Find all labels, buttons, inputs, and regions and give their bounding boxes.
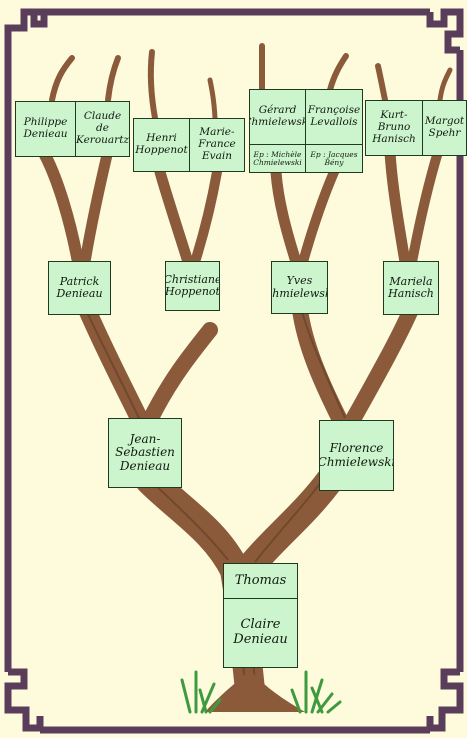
person-first-name: Thomas bbox=[234, 572, 287, 588]
person-christiane-hoppenot: Christiane Hoppenot bbox=[165, 261, 220, 311]
person-philippe-denieau: Philippe Denieau bbox=[15, 101, 76, 157]
grass-tufts bbox=[180, 670, 342, 714]
person-first-name: Christiane bbox=[165, 272, 220, 286]
person-first-name: Philippe bbox=[23, 116, 68, 129]
person-last-name: Chmielewski bbox=[319, 454, 394, 469]
person-last-name: Denieau bbox=[23, 128, 68, 140]
person-last-name: Chmielewski bbox=[272, 286, 327, 300]
person-gerard-chmielewski: Gérard Chmielewski bbox=[249, 89, 306, 145]
person-claude-de-kerouartz: Claude de Kerouartz bbox=[75, 101, 130, 157]
person-thomas: Thomas bbox=[223, 563, 298, 599]
person-first-name: Claude bbox=[83, 110, 122, 123]
person-last-name: Spehr bbox=[428, 127, 461, 139]
person-first-name: Yves bbox=[286, 274, 313, 288]
person-first-name: Patrick bbox=[59, 274, 100, 288]
person-last-name: Chmielewski bbox=[250, 116, 305, 128]
person-last-name: de Kerouartz bbox=[76, 122, 129, 146]
person-last-name: Hoppenot bbox=[165, 285, 220, 298]
person-first-name: Gérard bbox=[258, 104, 297, 117]
person-last-name: Denieau bbox=[56, 287, 103, 300]
remarriage-line2: Chmielewski bbox=[253, 157, 302, 167]
person-last-name: Denieau bbox=[233, 632, 288, 647]
remarriage-jacques-beny: Ep : Jacques Bény bbox=[305, 144, 363, 173]
remarriage-line2: Bény bbox=[324, 157, 344, 167]
tree-roots bbox=[205, 670, 305, 712]
remarriage-michele-chmielewski: Ep : Michèle Chmielewski bbox=[249, 144, 306, 173]
person-first-name: Françoise bbox=[307, 104, 361, 117]
person-first-name: Florence bbox=[329, 441, 384, 456]
remarriage-line1: Ep : Michèle bbox=[253, 149, 302, 159]
person-francoise-levallois: Françoise Levallois bbox=[305, 89, 363, 145]
person-yves-chmielewski: Yves Chmielewski bbox=[271, 261, 328, 314]
person-last-name: Levallois bbox=[310, 116, 358, 128]
person-first-name: Marie-France bbox=[198, 126, 236, 151]
person-margot-spehr: Margot Spehr bbox=[422, 100, 467, 156]
person-first-name: Kurt-Bruno bbox=[377, 109, 411, 134]
person-mariela-hanisch: Mariela Hanisch bbox=[383, 261, 439, 315]
person-last-name: Hanisch bbox=[388, 287, 434, 300]
person-first-name: Margot bbox=[424, 115, 465, 128]
person-first-name: Jean-Sebastien bbox=[115, 431, 175, 460]
person-kurt-bruno-hanisch: Kurt-Bruno Hanisch bbox=[365, 100, 423, 156]
person-first-name: Mariela bbox=[389, 274, 433, 288]
person-last-name: Denieau bbox=[119, 458, 171, 473]
person-first-name: Claire bbox=[240, 617, 281, 633]
person-florence-chmielewski: Florence Chmielewski bbox=[319, 420, 394, 491]
remarriage-line1: Ep : Jacques bbox=[310, 149, 358, 159]
person-henri-hoppenot: Henri Hoppenot bbox=[133, 118, 190, 172]
person-jean-sebastien-denieau: Jean-Sebastien Denieau bbox=[108, 418, 182, 488]
person-last-name: Hoppenot bbox=[135, 144, 188, 156]
person-last-name: Evain bbox=[202, 149, 232, 162]
person-patrick-denieau: Patrick Denieau bbox=[48, 261, 111, 315]
person-first-name: Henri bbox=[146, 132, 177, 145]
person-last-name: Hanisch bbox=[372, 132, 416, 145]
person-marie-france-evain: Marie-France Evain bbox=[189, 118, 245, 172]
person-claire-denieau: Claire Denieau bbox=[223, 598, 298, 668]
